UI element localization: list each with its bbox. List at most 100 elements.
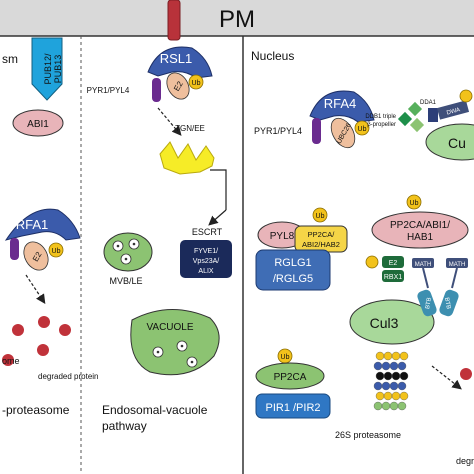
cul4-ub-circle	[459, 89, 473, 103]
mvb-dot-2	[132, 242, 136, 246]
rsl1-shape	[147, 46, 213, 79]
escrt-label: ESCRT	[192, 227, 223, 237]
mvb-dot-1	[116, 244, 120, 248]
rfa4-ub-label: Ub	[358, 126, 367, 133]
mvb-le-label: MVB/LE	[109, 276, 142, 286]
membrane-receptor	[167, 0, 181, 41]
rsl1-ub-circle	[188, 74, 204, 90]
vacuole-label: VACUOLE	[146, 322, 193, 333]
degraded-dot-1	[12, 324, 24, 336]
ddb1-label-1: DDB1 triple	[365, 114, 396, 120]
rfa4-shape	[309, 90, 375, 123]
ddb1-diamond-2	[407, 101, 423, 117]
pp2ca-abi2-line2: ABI2/HAB2	[302, 240, 340, 249]
proteasome-26s	[373, 351, 409, 411]
pir-box	[255, 393, 331, 419]
ddb1-diamond-3	[409, 117, 425, 133]
pm-title: PM	[219, 6, 255, 33]
rglg-line2: /RGLG5	[273, 273, 313, 285]
ubc26-oval	[330, 117, 356, 149]
pir-ub-label: Ub	[281, 354, 290, 361]
pp2ca-group-ub-label: Ub	[410, 200, 419, 207]
cul4-partial-label: Cu	[448, 135, 466, 151]
cul3-e2-label: E2	[389, 260, 398, 267]
rfa4-label: RFA4	[324, 96, 357, 111]
rglg-box	[255, 249, 331, 291]
right-pyr-label: PYR1/PYL4	[254, 126, 302, 136]
rfa1-pyr-bar	[10, 238, 19, 260]
math-left-linker	[422, 267, 429, 289]
rsl1-ub-label: Ub	[192, 80, 201, 87]
middle-pathway-label-2: pathway	[102, 419, 147, 433]
degraded-dot-3	[59, 324, 71, 336]
btb-left-block	[417, 289, 437, 317]
middle-pathway-label-1: Endosomal-vacuole	[102, 403, 208, 417]
left-degraded-protein-label: degraded protein	[38, 372, 99, 381]
rsl1-label: RSL1	[160, 51, 193, 66]
btb-left-label: BTB	[425, 297, 433, 310]
rsl1-e2-oval	[166, 72, 190, 100]
proteasome-label: 26S proteasome	[335, 430, 401, 440]
left-partial-label: sm	[2, 52, 18, 66]
rfa1-ub-circle	[48, 242, 64, 258]
left-pathway-label: -proteasome	[2, 403, 70, 417]
ddb1-label-2: β-propeller	[367, 122, 396, 128]
abi1-oval	[12, 109, 64, 137]
abi1-label: ABI1	[27, 119, 49, 130]
escrt-box-line1: FYVE1/	[194, 248, 218, 255]
rbx1-label: RBX1	[384, 274, 402, 281]
nucleus-title: Nucleus	[251, 49, 294, 63]
cul3-oval	[349, 299, 435, 345]
tgn-ee-shape	[159, 141, 215, 175]
dda1-block	[428, 108, 438, 122]
pp2ca-group-oval	[371, 211, 469, 249]
vacuole-dot-3	[190, 360, 194, 364]
ddb1-diamond-1	[397, 111, 413, 127]
math-left-label: MATH	[415, 262, 432, 268]
pp2ca-single-oval	[255, 362, 325, 390]
cul3-label: Cul3	[370, 315, 399, 331]
pp2ca-group-line1: PP2CA/ABI1/	[390, 220, 450, 231]
escrt-box-line3: ALIX	[198, 268, 214, 275]
plasma-membrane-band	[0, 0, 474, 36]
tgn-to-escrt-line	[210, 169, 227, 210]
pp2ca-abi2-ub-circle	[312, 207, 328, 223]
math-left-block	[412, 258, 434, 268]
rfa1-shape	[4, 208, 81, 241]
pp2ca-group-ub-circle	[406, 194, 422, 210]
degraded-dot-5	[2, 354, 14, 366]
e2-block	[382, 256, 404, 268]
left-degradation-arrow	[25, 274, 46, 304]
rfa1-ub-label: Ub	[52, 248, 61, 255]
rfa1-label: RFA1	[16, 217, 49, 232]
dwa-label: DWA	[446, 107, 461, 116]
rfa4-pyr-bar	[312, 118, 321, 144]
right-degradation-arrow	[431, 365, 462, 390]
right-degraded-dot	[460, 368, 472, 380]
math-right-label: MATH	[449, 262, 466, 268]
math-right-block	[446, 258, 468, 268]
pyl8-label: PYL8	[270, 231, 295, 242]
dwa-block	[436, 100, 470, 120]
rfa1-e2-oval	[23, 241, 49, 271]
pp2ca-abi2-ub-label: Ub	[316, 213, 325, 220]
pub-label-line1: PUB12/	[43, 53, 53, 85]
dda1-label: DDA1	[420, 100, 437, 106]
middle-pyr-label: PYR1/PYL4	[87, 86, 130, 95]
rbx1-block	[382, 270, 404, 282]
mvb-dot-3	[124, 257, 128, 261]
degraded-dot-4	[37, 344, 49, 356]
rsl1-pyr-bar	[152, 78, 161, 102]
tgn-to-escrt-arrowhead	[208, 209, 227, 226]
vacuole-shape	[130, 309, 220, 376]
right-degraded-partial: degr	[456, 456, 474, 466]
cul3-ub-circle	[365, 255, 379, 269]
pp2ca-group-line2: HAB1	[407, 232, 434, 243]
pub12-pub13-block	[31, 37, 63, 101]
pir-label: PIR1 /PIR2	[265, 402, 320, 414]
rsl1-e2-label: E2	[172, 79, 185, 92]
rfa4-ub-circle	[354, 120, 370, 136]
rsl1-to-tgn-arrow	[157, 107, 182, 136]
